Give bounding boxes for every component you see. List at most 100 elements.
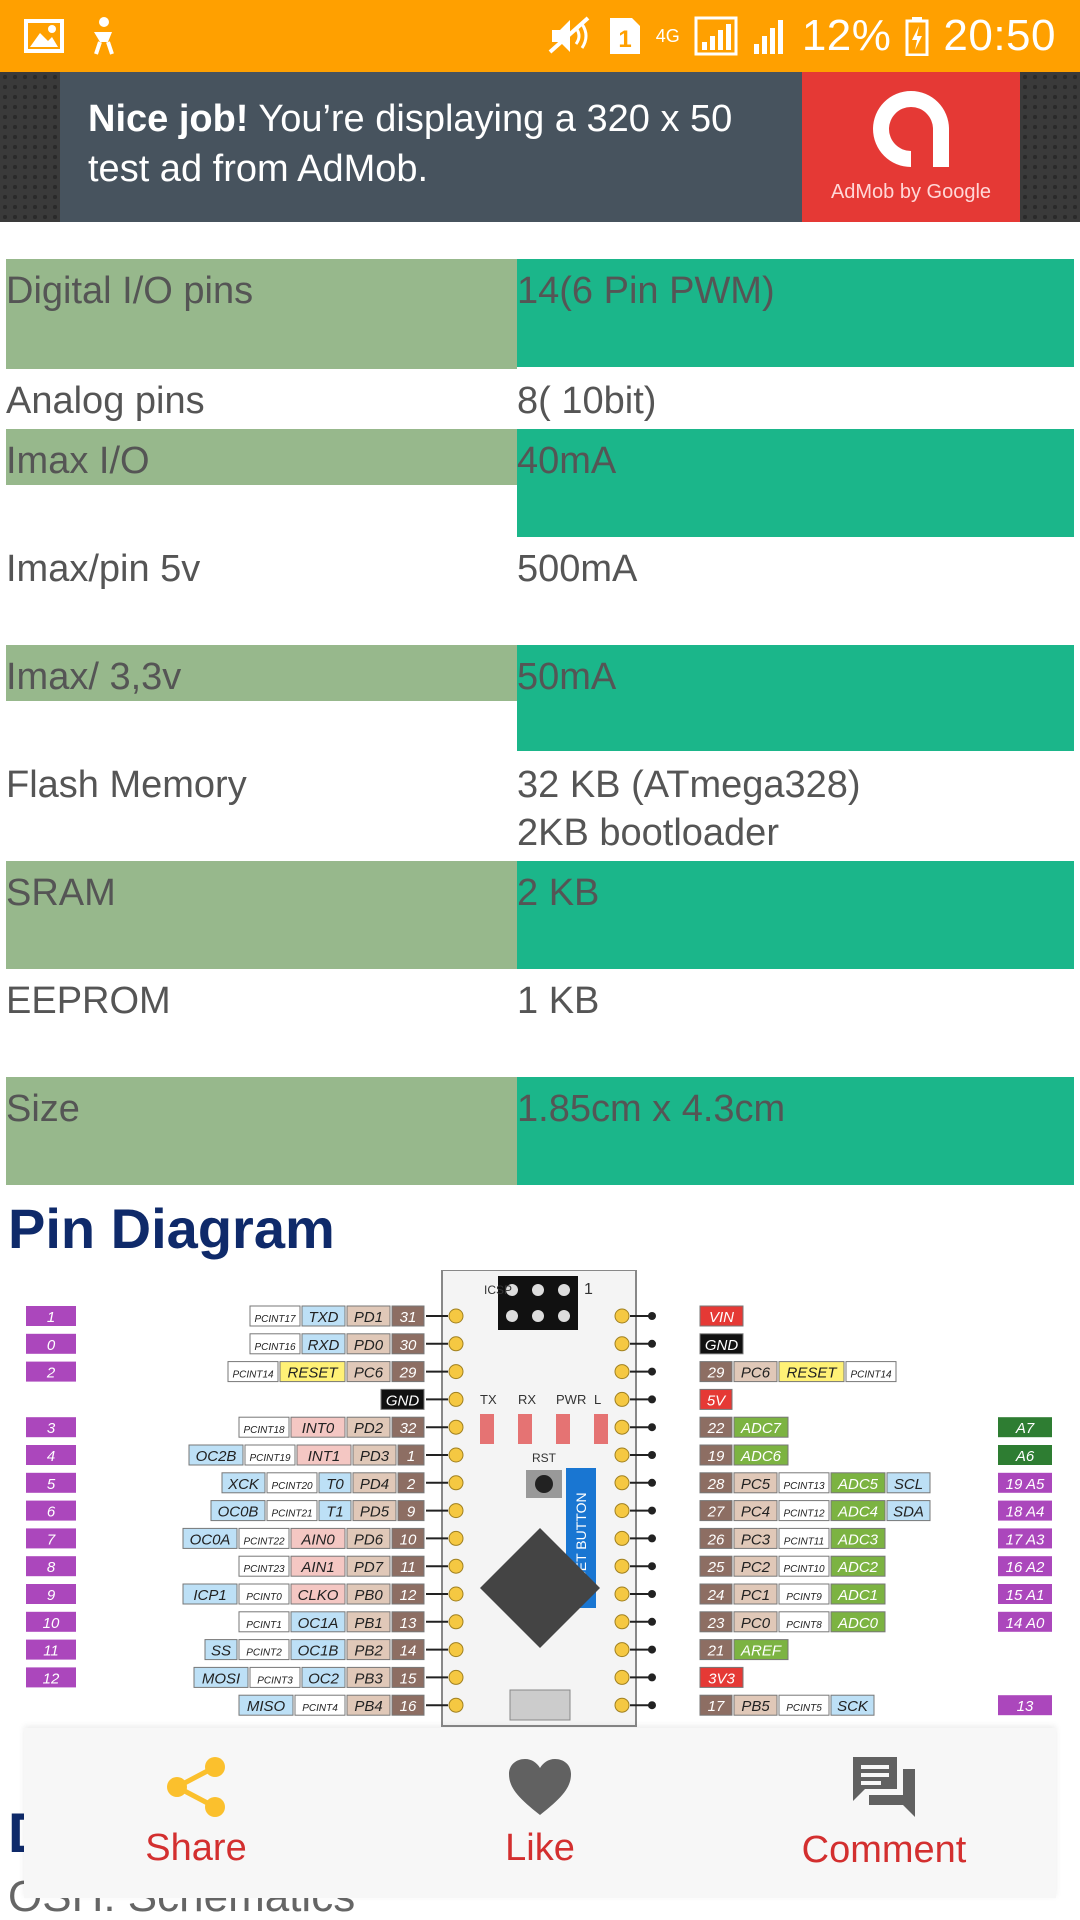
pin-label-text: ICP1 — [193, 1587, 226, 1604]
pin-label-box — [699, 1500, 733, 1522]
board-pin — [448, 1558, 464, 1574]
comment-button[interactable]: Comment — [712, 1728, 1056, 1898]
pin-label-text: 17 — [708, 1698, 725, 1715]
spec-row: Digital I/O pins 14(6 Pin PWM) — [6, 259, 1074, 369]
ad-content[interactable]: Nice job! You’re displaying a 320 x 50 t… — [60, 72, 1020, 222]
pin-label-box — [182, 1527, 238, 1549]
pin-label-text: PD5 — [360, 1504, 390, 1521]
arduino-pin-box — [26, 1306, 76, 1326]
pin-label-box — [193, 1666, 249, 1688]
pin-label-text: INT0 — [302, 1420, 335, 1437]
gallery-icon — [24, 19, 64, 53]
spec-label: Size — [6, 1077, 517, 1185]
spec-row: Imax/ 3,3v 50mA — [6, 645, 1074, 753]
share-button[interactable]: Share — [24, 1728, 368, 1898]
pin-label-box — [391, 1333, 425, 1355]
like-button[interactable]: Like — [368, 1728, 712, 1898]
pin-label-text: 31 — [400, 1309, 417, 1326]
board-pin — [448, 1669, 464, 1685]
pin-label-text: 13 — [400, 1615, 417, 1632]
pin-label-box — [733, 1611, 778, 1633]
pin-label-text: PD4 — [360, 1476, 389, 1493]
bottom-action-bar: Share Like Comment — [24, 1728, 1056, 1898]
pin-label-text: SCK — [837, 1698, 869, 1715]
pin-label-box — [830, 1527, 886, 1549]
pin-label-box — [296, 1444, 352, 1466]
arduino-pin-box — [998, 1417, 1052, 1438]
pin-label-text: SS — [211, 1643, 231, 1660]
pin-label-text: 19 — [708, 1448, 725, 1465]
arduino-pin-box — [26, 1667, 76, 1688]
pin-label-box — [279, 1361, 346, 1383]
board-pin — [614, 1614, 630, 1630]
pin-label-box — [733, 1416, 789, 1438]
comment-label: Comment — [801, 1828, 967, 1871]
icsp-pin — [532, 1284, 544, 1296]
pin-label-box — [699, 1639, 733, 1661]
pin-label-box — [290, 1416, 346, 1438]
pin-label-box — [733, 1472, 778, 1494]
pin-label-text: 5V — [707, 1392, 727, 1409]
pin-label-text: PD1 — [354, 1309, 383, 1326]
arduino-pin-text: 15 A1 — [1006, 1587, 1045, 1604]
pin-dot — [648, 1451, 656, 1459]
pin-label-text: 32 — [400, 1420, 417, 1437]
pin-label-text: 28 — [707, 1476, 725, 1493]
arduino-pin-box — [26, 1417, 76, 1438]
pin-label-box — [238, 1416, 290, 1438]
pin-label-box — [346, 1555, 391, 1577]
pin-label-text: PC0 — [741, 1615, 771, 1632]
pin-label-text: ADC1 — [837, 1587, 878, 1604]
pin-label-box — [244, 1444, 296, 1466]
pin-label-box — [380, 1388, 425, 1410]
comment-icon — [853, 1756, 915, 1817]
pin-label-box — [830, 1694, 875, 1716]
board-pin — [614, 1558, 630, 1574]
pin-dot — [648, 1506, 656, 1515]
board-label: L — [594, 1392, 601, 1407]
pin-label-box — [699, 1333, 744, 1355]
pin-label-text: PCINT5 — [786, 1703, 822, 1714]
signal-icon — [694, 16, 738, 56]
pin-label-box — [699, 1527, 733, 1549]
pin-label-text: PCINT9 — [786, 1592, 822, 1603]
spec-label: EEPROM — [6, 980, 171, 1022]
pin-label-text: VIN — [709, 1309, 734, 1326]
pin-label-text: OC0B — [218, 1504, 259, 1521]
pin-dot — [648, 1645, 656, 1654]
pin-label-box — [318, 1500, 352, 1522]
pin-label-text: PB2 — [354, 1643, 383, 1660]
pin-label-text: PB1 — [354, 1615, 382, 1632]
arduino-pin-text: 18 A4 — [1006, 1504, 1045, 1521]
icsp-pin — [532, 1310, 544, 1322]
arduino-pin-box — [998, 1611, 1052, 1632]
pin-label-box — [778, 1583, 830, 1605]
pin-label-text: T0 — [326, 1476, 344, 1493]
board-pin — [448, 1308, 464, 1324]
pin-label-text: TXD — [309, 1309, 339, 1326]
pin-label-text: PCINT23 — [243, 1564, 285, 1575]
pin-label-box — [699, 1388, 733, 1410]
pin-label-text: 12 — [400, 1587, 417, 1604]
pin-label-box — [204, 1639, 238, 1661]
pin-label-box — [346, 1305, 391, 1327]
pin-label-text: OC0A — [190, 1531, 231, 1548]
board-label: TX — [480, 1392, 497, 1407]
ad-banner[interactable]: Nice job! You’re displaying a 320 x 50 t… — [0, 72, 1080, 222]
spec-label: Imax/pin 5v — [6, 548, 201, 590]
pin-label-box — [210, 1500, 266, 1522]
board-pin — [448, 1503, 464, 1519]
board-pin — [614, 1364, 630, 1380]
arduino-pin-text: 5 — [47, 1476, 56, 1493]
arduino-pin-text: 13 — [1017, 1698, 1034, 1715]
spec-row: Analog pins 8( 10bit) — [6, 369, 1074, 429]
pin-label-text: PCINT22 — [243, 1536, 285, 1547]
pin-label-text: PCINT17 — [254, 1314, 296, 1325]
pin-label-box — [352, 1472, 397, 1494]
pin-dot — [648, 1423, 656, 1432]
pin-dot — [648, 1590, 656, 1598]
pin-label-text: PCINT16 — [254, 1342, 296, 1353]
network-type-icon: 4G — [655, 26, 680, 46]
arduino-pin-text: 4 — [47, 1448, 55, 1465]
pin-label-box — [266, 1472, 318, 1494]
